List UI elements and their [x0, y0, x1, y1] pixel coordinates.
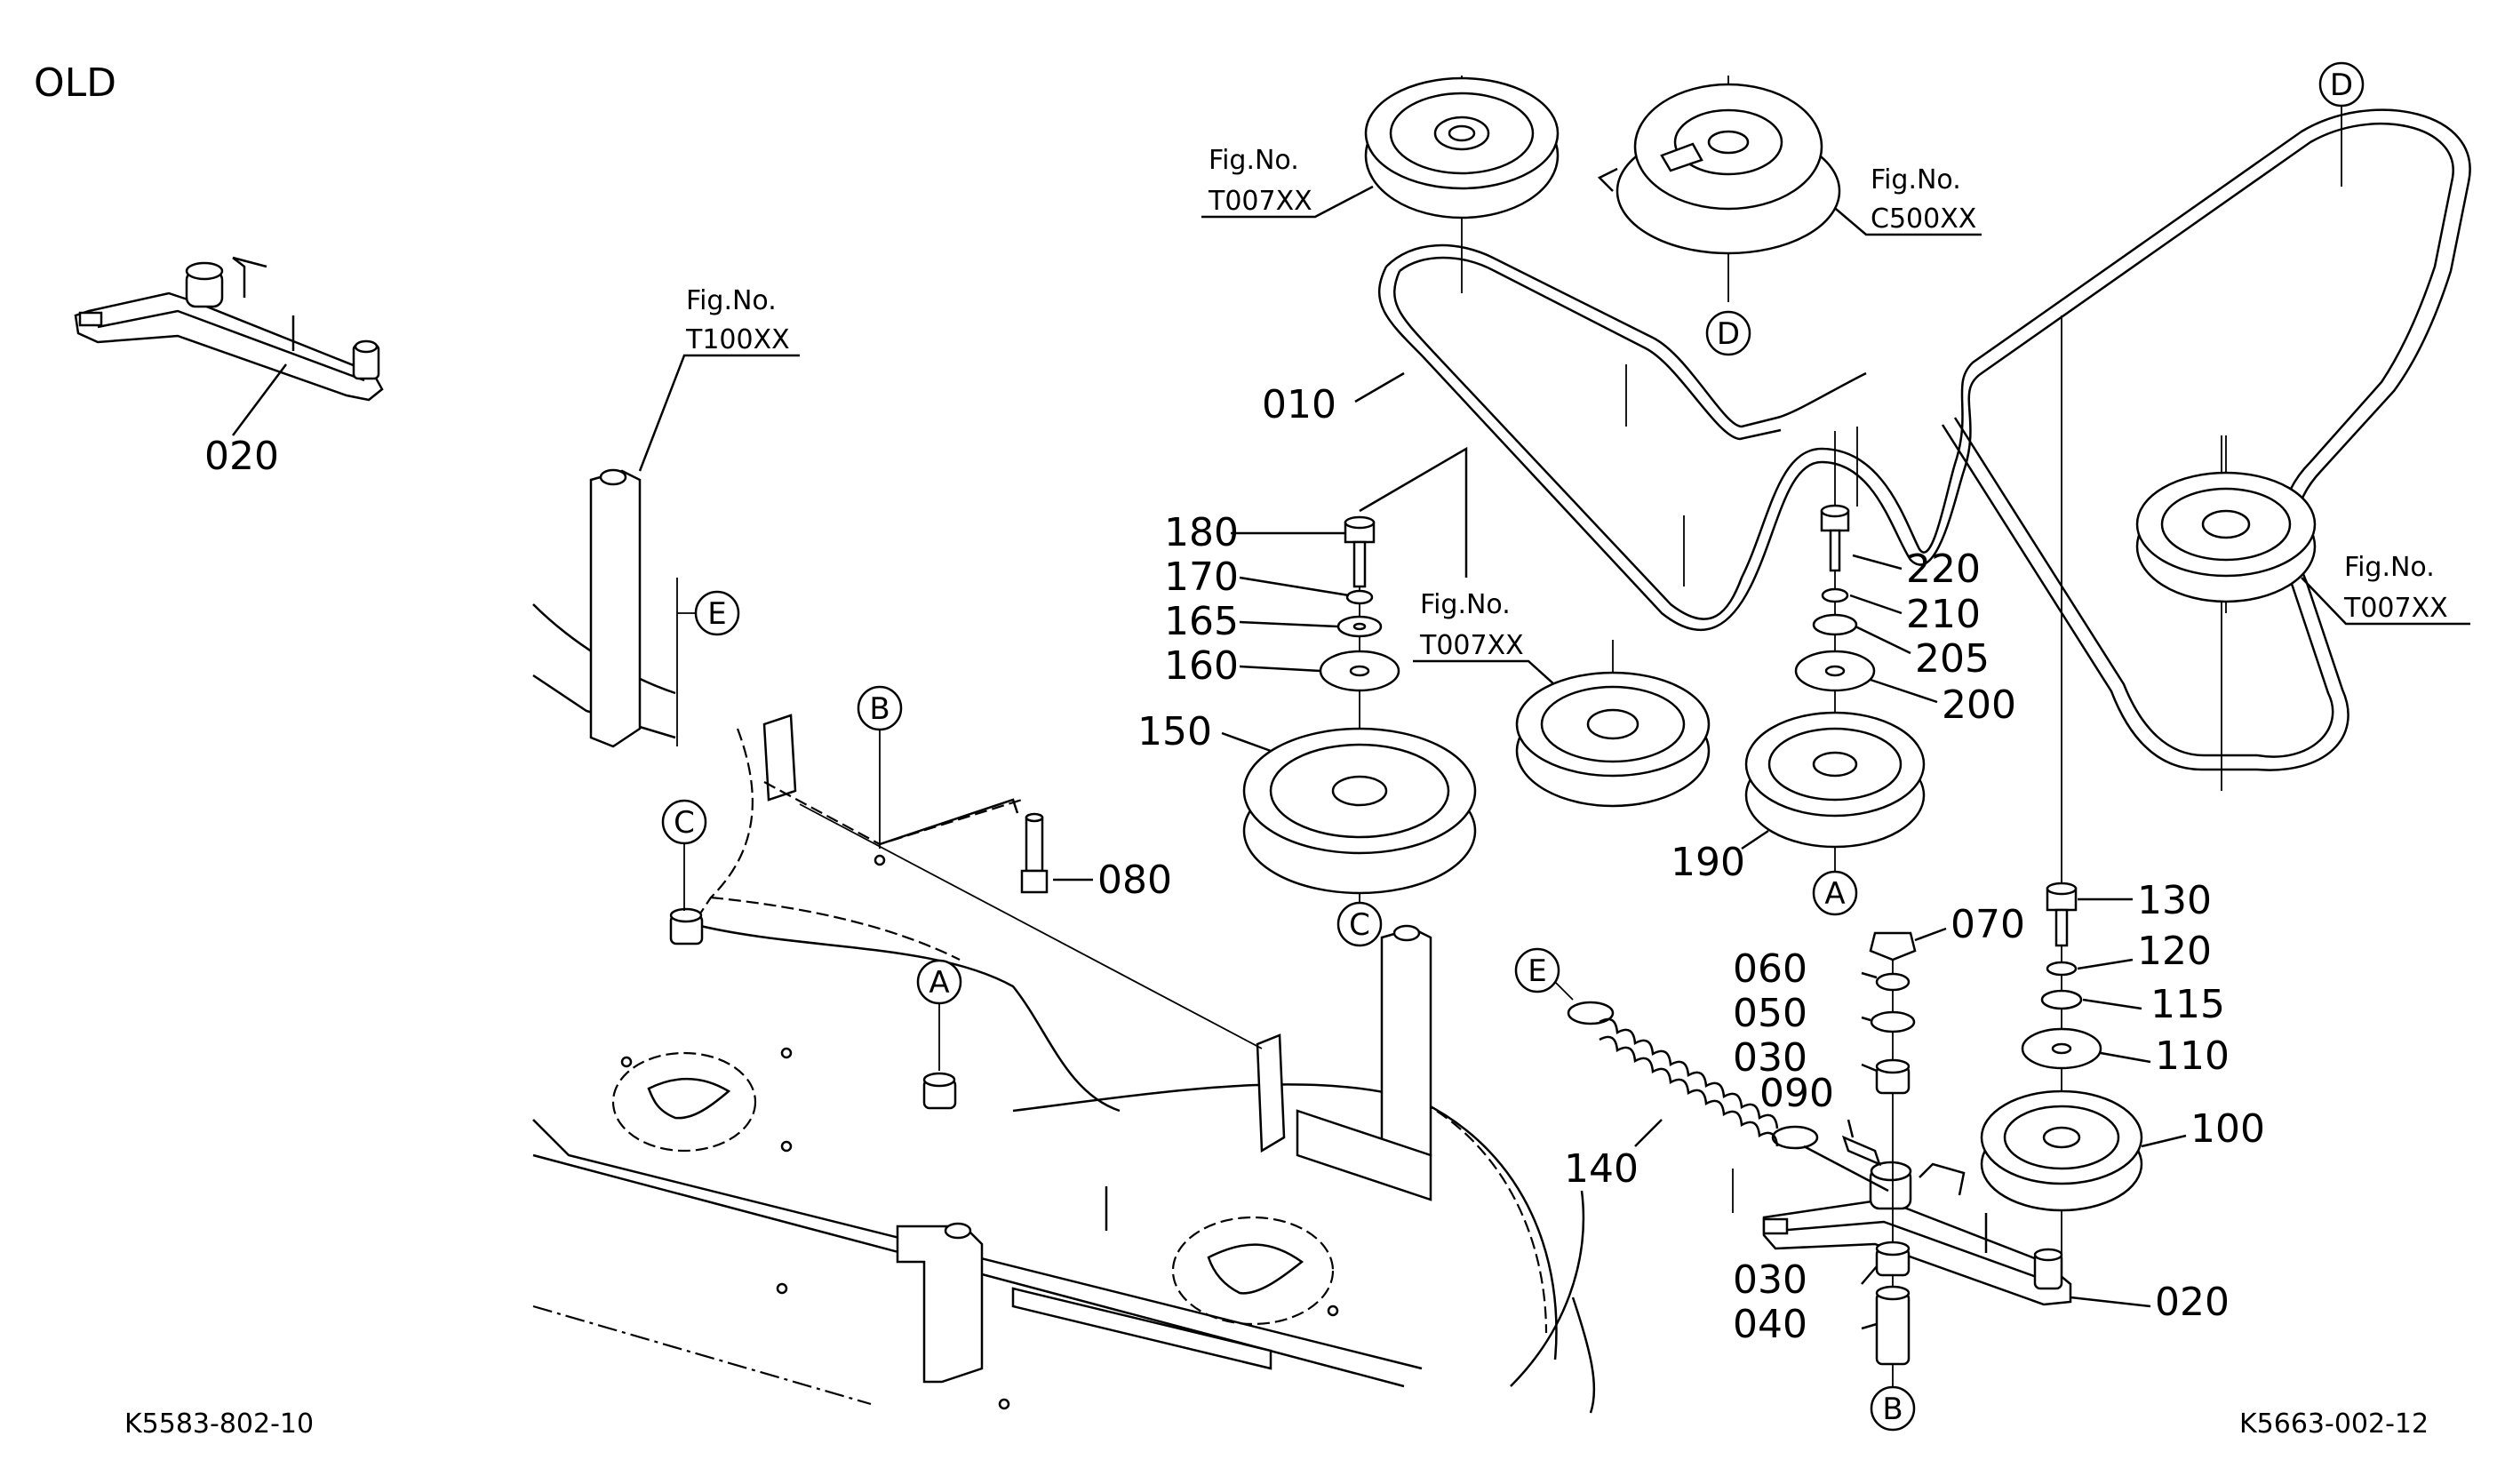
- part-020-old: 020: [204, 434, 279, 479]
- svg-text:E: E: [707, 596, 726, 632]
- fig-ref-t007-right: Fig.No. T007XX: [2301, 552, 2470, 626]
- svg-text:C500XX: C500XX: [1871, 203, 1976, 235]
- pulley-t007-top: [1364, 76, 1560, 293]
- svg-text:T007XX: T007XX: [1419, 630, 1524, 661]
- clutch-c500: [1597, 76, 1841, 302]
- svg-text:A: A: [929, 965, 949, 1001]
- fig-ref-c500: Fig.No. C500XX: [1830, 164, 1982, 236]
- part-115: 115: [2150, 982, 2225, 1027]
- part-220: 220: [1906, 547, 1981, 592]
- fig-ref-t100: Fig.No. T100XX: [638, 285, 800, 472]
- ref-letter-d-2: D: [1705, 310, 1751, 356]
- ref-letter-b-1: B: [857, 685, 903, 731]
- ref-letter-c-1: C: [661, 799, 707, 845]
- part-050: 050: [1733, 991, 1807, 1036]
- part-150: 150: [1137, 709, 1212, 754]
- svg-text:B: B: [1882, 1392, 1903, 1427]
- fig-ref-t007-top: Fig.No. T007XX: [1201, 145, 1374, 219]
- svg-text:Fig.No.: Fig.No.: [1871, 164, 1961, 195]
- tension-arm-assembly: 140 090 070 060 050 030 030 040: [1564, 878, 2265, 1413]
- idler-stack-left: 180 170 165 160 150: [1137, 446, 1477, 898]
- part-140: 140: [1564, 1146, 1639, 1192]
- part-160: 160: [1164, 643, 1239, 689]
- part-010: 010: [1262, 382, 1336, 427]
- svg-text:T100XX: T100XX: [685, 324, 790, 355]
- svg-text:Fig.No.: Fig.No.: [2344, 552, 2435, 583]
- part-210: 210: [1906, 592, 1981, 637]
- fig-ref-t007-mid: Fig.No. T007XX: [1413, 589, 1565, 694]
- svg-text:Fig.No.: Fig.No.: [686, 285, 777, 316]
- svg-text:A: A: [1824, 876, 1845, 912]
- part-020: 020: [2155, 1280, 2230, 1325]
- old-tension-bracket: 020: [74, 256, 384, 479]
- part-100: 100: [2190, 1106, 2265, 1152]
- svg-text:B: B: [869, 691, 890, 727]
- part-165: 165: [1164, 599, 1239, 644]
- variant-label: OLD: [34, 60, 116, 106]
- part-170: 170: [1164, 555, 1239, 600]
- pulley-t007-mid: [1515, 640, 1711, 808]
- part-110: 110: [2155, 1033, 2230, 1079]
- ref-letter-b-2: B: [1870, 1385, 1916, 1432]
- part-080: 080: [1097, 858, 1172, 903]
- drawing-code-right: K5663-002-12: [2239, 1408, 2429, 1440]
- part-200: 200: [1942, 682, 2016, 728]
- svg-text:E: E: [1528, 953, 1546, 989]
- drawing-code-left: K5583-802-10: [124, 1408, 314, 1440]
- part-190: 190: [1671, 840, 1745, 885]
- ref-letter-a-1: A: [916, 959, 962, 1005]
- part-090: 090: [1759, 1071, 1834, 1116]
- part-030: 030: [1733, 1035, 1807, 1081]
- part-070: 070: [1951, 902, 2025, 947]
- svg-text:D: D: [2330, 68, 2353, 103]
- svg-text:T007XX: T007XX: [1208, 186, 1312, 217]
- part-060: 060: [1733, 946, 1807, 992]
- svg-text:D: D: [1717, 316, 1740, 352]
- svg-text:Fig.No.: Fig.No.: [1420, 589, 1511, 620]
- ref-letter-e-1: E: [676, 578, 740, 746]
- part-205: 205: [1915, 636, 1990, 682]
- part-040: 040: [1733, 1302, 1807, 1347]
- belt-010: 010: [1262, 108, 2471, 889]
- svg-text:T007XX: T007XX: [2343, 593, 2448, 624]
- svg-text:C: C: [1349, 907, 1370, 943]
- ref-letter-c-2: C: [1336, 901, 1383, 947]
- ref-letter-d-1: D: [2318, 61, 2365, 187]
- ref-letter-e-2: E: [1514, 947, 1574, 1001]
- part-180: 180: [1164, 510, 1239, 555]
- svg-text:C: C: [674, 805, 695, 841]
- mower-deck: 080: [532, 468, 1596, 1414]
- svg-text:Fig.No.: Fig.No.: [1209, 145, 1299, 176]
- part-030-lower: 030: [1733, 1257, 1807, 1303]
- part-120: 120: [2137, 929, 2212, 974]
- part-130: 130: [2137, 878, 2212, 923]
- ref-letter-a-2: A: [1812, 853, 1858, 916]
- pulley-t007-right: [2135, 435, 2317, 613]
- idler-stack-right: 220 210 205 200 190: [1671, 431, 2016, 885]
